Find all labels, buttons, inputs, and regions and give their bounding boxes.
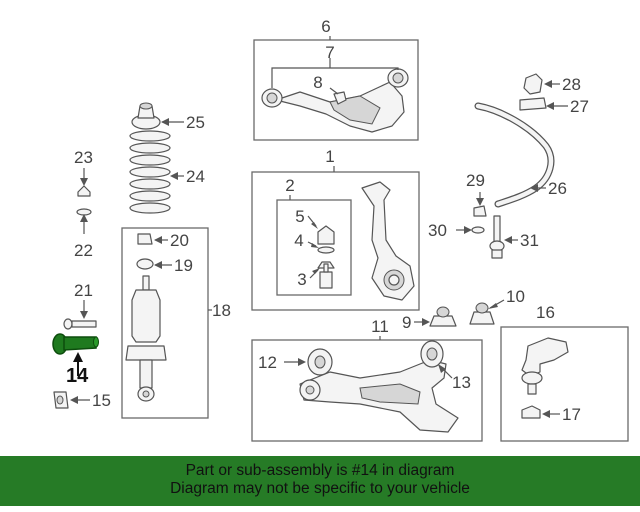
- bracket-27[interactable]: [519, 97, 547, 111]
- bushing-12[interactable]: [307, 348, 333, 376]
- box-lower-arm: [251, 339, 483, 442]
- callout-18: 18: [212, 301, 231, 320]
- callout-30: 30: [428, 221, 447, 240]
- stabilizer-link-31[interactable]: [489, 215, 505, 259]
- callout-4: 4: [294, 231, 303, 250]
- shock-absorber[interactable]: [125, 275, 167, 402]
- callout-28: 28: [562, 75, 581, 94]
- callout-21: 21: [74, 281, 93, 300]
- nut-17[interactable]: [521, 405, 541, 419]
- callout-2: 2: [285, 176, 294, 195]
- strut-mount[interactable]: [131, 102, 161, 130]
- bushing-28[interactable]: [523, 73, 543, 95]
- callout-22: 22: [74, 241, 93, 260]
- callout-6: 6: [321, 17, 330, 36]
- parts-diagram: 6 7 8 1 2 5 4 3 25: [52, 17, 629, 442]
- lower-control-arm[interactable]: [299, 359, 459, 433]
- coil-spring[interactable]: [129, 130, 171, 214]
- callout-10: 10: [506, 287, 525, 306]
- box-upper-arm: [253, 39, 419, 141]
- callout-8: 8: [313, 73, 322, 92]
- box-knuckle: [251, 171, 420, 311]
- nut-15[interactable]: [53, 391, 69, 409]
- callout-3: 3: [297, 270, 306, 289]
- callout-16: 16: [536, 303, 555, 322]
- insulator-19[interactable]: [136, 258, 154, 270]
- ball-joint-kit[interactable]: [317, 225, 335, 289]
- footer-line-1: Part or sub-assembly is #14 in diagram: [185, 462, 455, 479]
- bolt-21[interactable]: [63, 318, 97, 330]
- footer-banner: Part or sub-assembly is #14 in diagram D…: [0, 456, 640, 506]
- callout-11: 11: [371, 317, 389, 336]
- callout-7: 7: [325, 43, 334, 62]
- callout-5: 5: [295, 207, 304, 226]
- box-lower-ball-joint: [500, 326, 629, 442]
- callout-9: 9: [402, 313, 411, 332]
- box-ball-joint-kit: [276, 199, 352, 296]
- bushing-29[interactable]: [473, 205, 487, 217]
- lower-ball-joint[interactable]: [521, 337, 569, 395]
- bushing-23[interactable]: [77, 185, 91, 197]
- cam-bolt-14-highlighted[interactable]: [52, 333, 99, 355]
- callout-31: 31: [520, 231, 539, 250]
- callout-19: 19: [174, 256, 193, 275]
- callout-12: 12: [258, 353, 277, 372]
- bushing-10[interactable]: [469, 302, 495, 325]
- callout-27: 27: [570, 97, 589, 116]
- bumper-20[interactable]: [137, 233, 153, 245]
- callout-23: 23: [74, 148, 93, 167]
- upper-control-arm[interactable]: [261, 68, 409, 133]
- stabilizer-bar[interactable]: [474, 102, 555, 208]
- callout-25: 25: [186, 113, 205, 132]
- callout-29: 29: [466, 171, 485, 190]
- footer-line-2: Diagram may not be specific to your vehi…: [170, 480, 470, 497]
- callout-26: 26: [548, 179, 567, 198]
- callout-24: 24: [186, 167, 205, 186]
- washer-30[interactable]: [471, 226, 485, 234]
- bushing-9[interactable]: [429, 306, 457, 327]
- callout-13: 13: [452, 373, 471, 392]
- callout-1: 1: [325, 147, 334, 166]
- callout-15: 15: [92, 391, 111, 410]
- box-strut: [121, 227, 209, 419]
- bushing-13[interactable]: [420, 340, 444, 368]
- callout-20: 20: [170, 231, 189, 250]
- callout-14: 14: [66, 365, 89, 387]
- steering-knuckle[interactable]: [361, 181, 415, 301]
- callout-17: 17: [562, 405, 581, 424]
